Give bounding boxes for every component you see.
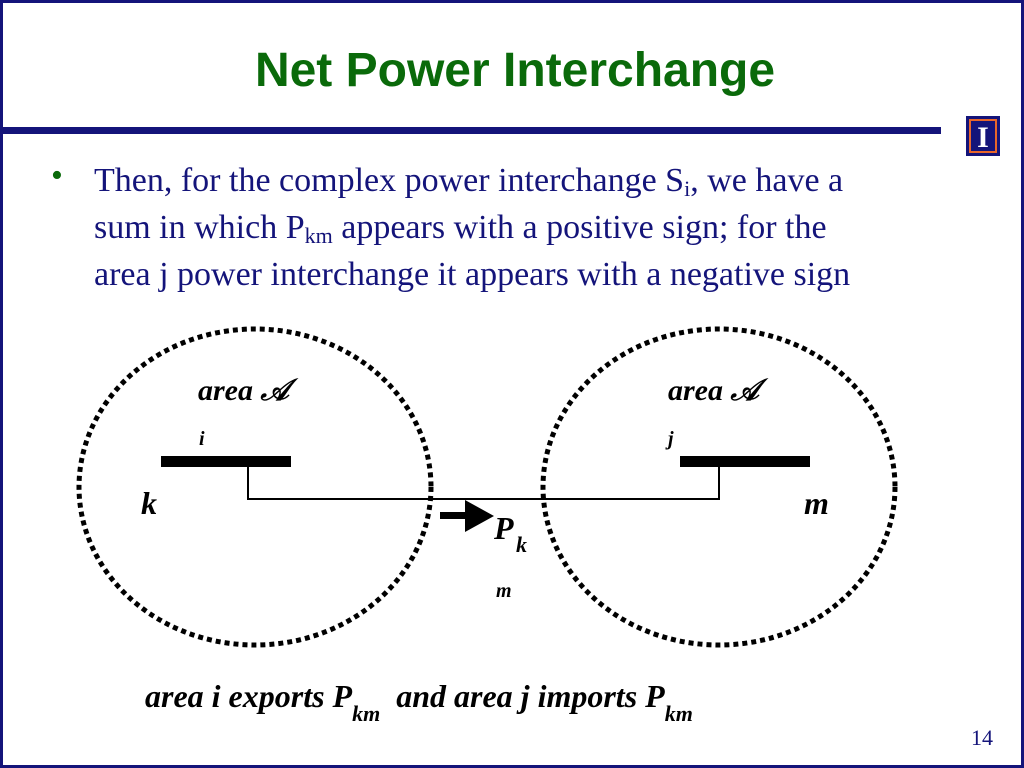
logo-letter: I [977,121,989,154]
power-flow-diagram: area 𝒜 i area 𝒜 j k m P k m [76,326,898,648]
bullet-line-3: area j power interchange it appears with… [94,256,851,293]
bus-m-label: m [804,485,829,521]
caption-part-2: and area j imports P [380,678,665,714]
bullet-line-2: sum in which Pkm appears with a positive… [94,204,1004,251]
bus-k-bar [161,456,291,467]
bus-m-bar [680,456,810,467]
bus-k-label: k [141,485,157,521]
area-i-label: area 𝒜 [198,374,300,407]
flow-label-k: k [516,532,527,557]
bullet-text-segment: appears with a positive sign; for the [332,209,827,246]
area-j-boundary [540,326,898,648]
bullet-text-segment: sum in which P [94,209,305,246]
tie-line [247,467,720,500]
title-underline [3,127,941,134]
bullet-text: Then, for the complex power interchange … [94,157,1004,298]
area-i-subscript: i [199,428,205,450]
flow-arrow-shaft [440,512,468,519]
bullet-text-segment: Then, for the complex power interchange … [94,162,685,199]
bullet-text-segment: , we have a [690,162,844,199]
bullet-line-1: Then, for the complex power interchange … [94,157,1004,204]
area-j-label: area 𝒜 [668,374,770,407]
flow-label-m: m [496,580,512,602]
caption-subscript-1: km [352,701,381,726]
slide-title: Net Power Interchange [254,44,776,97]
university-logo-icon: I [966,116,1000,156]
logo-inner-field [971,121,995,151]
area-i-boundary [76,326,434,648]
subscript-i: i [684,176,691,201]
caption-part-1: area i exports P [145,678,353,714]
subscript-km: km [304,223,333,248]
caption-subscript-2: km [664,701,693,726]
page-number: 14 [971,725,993,750]
flow-arrow-head [465,500,494,532]
flow-arrow-icon [440,500,494,532]
diagram-caption: area i exports Pkm and area j imports Pk… [145,676,693,725]
area-j-subscript: j [665,428,674,450]
bullet-marker: • [51,157,63,194]
flow-label-p: P [493,510,514,546]
